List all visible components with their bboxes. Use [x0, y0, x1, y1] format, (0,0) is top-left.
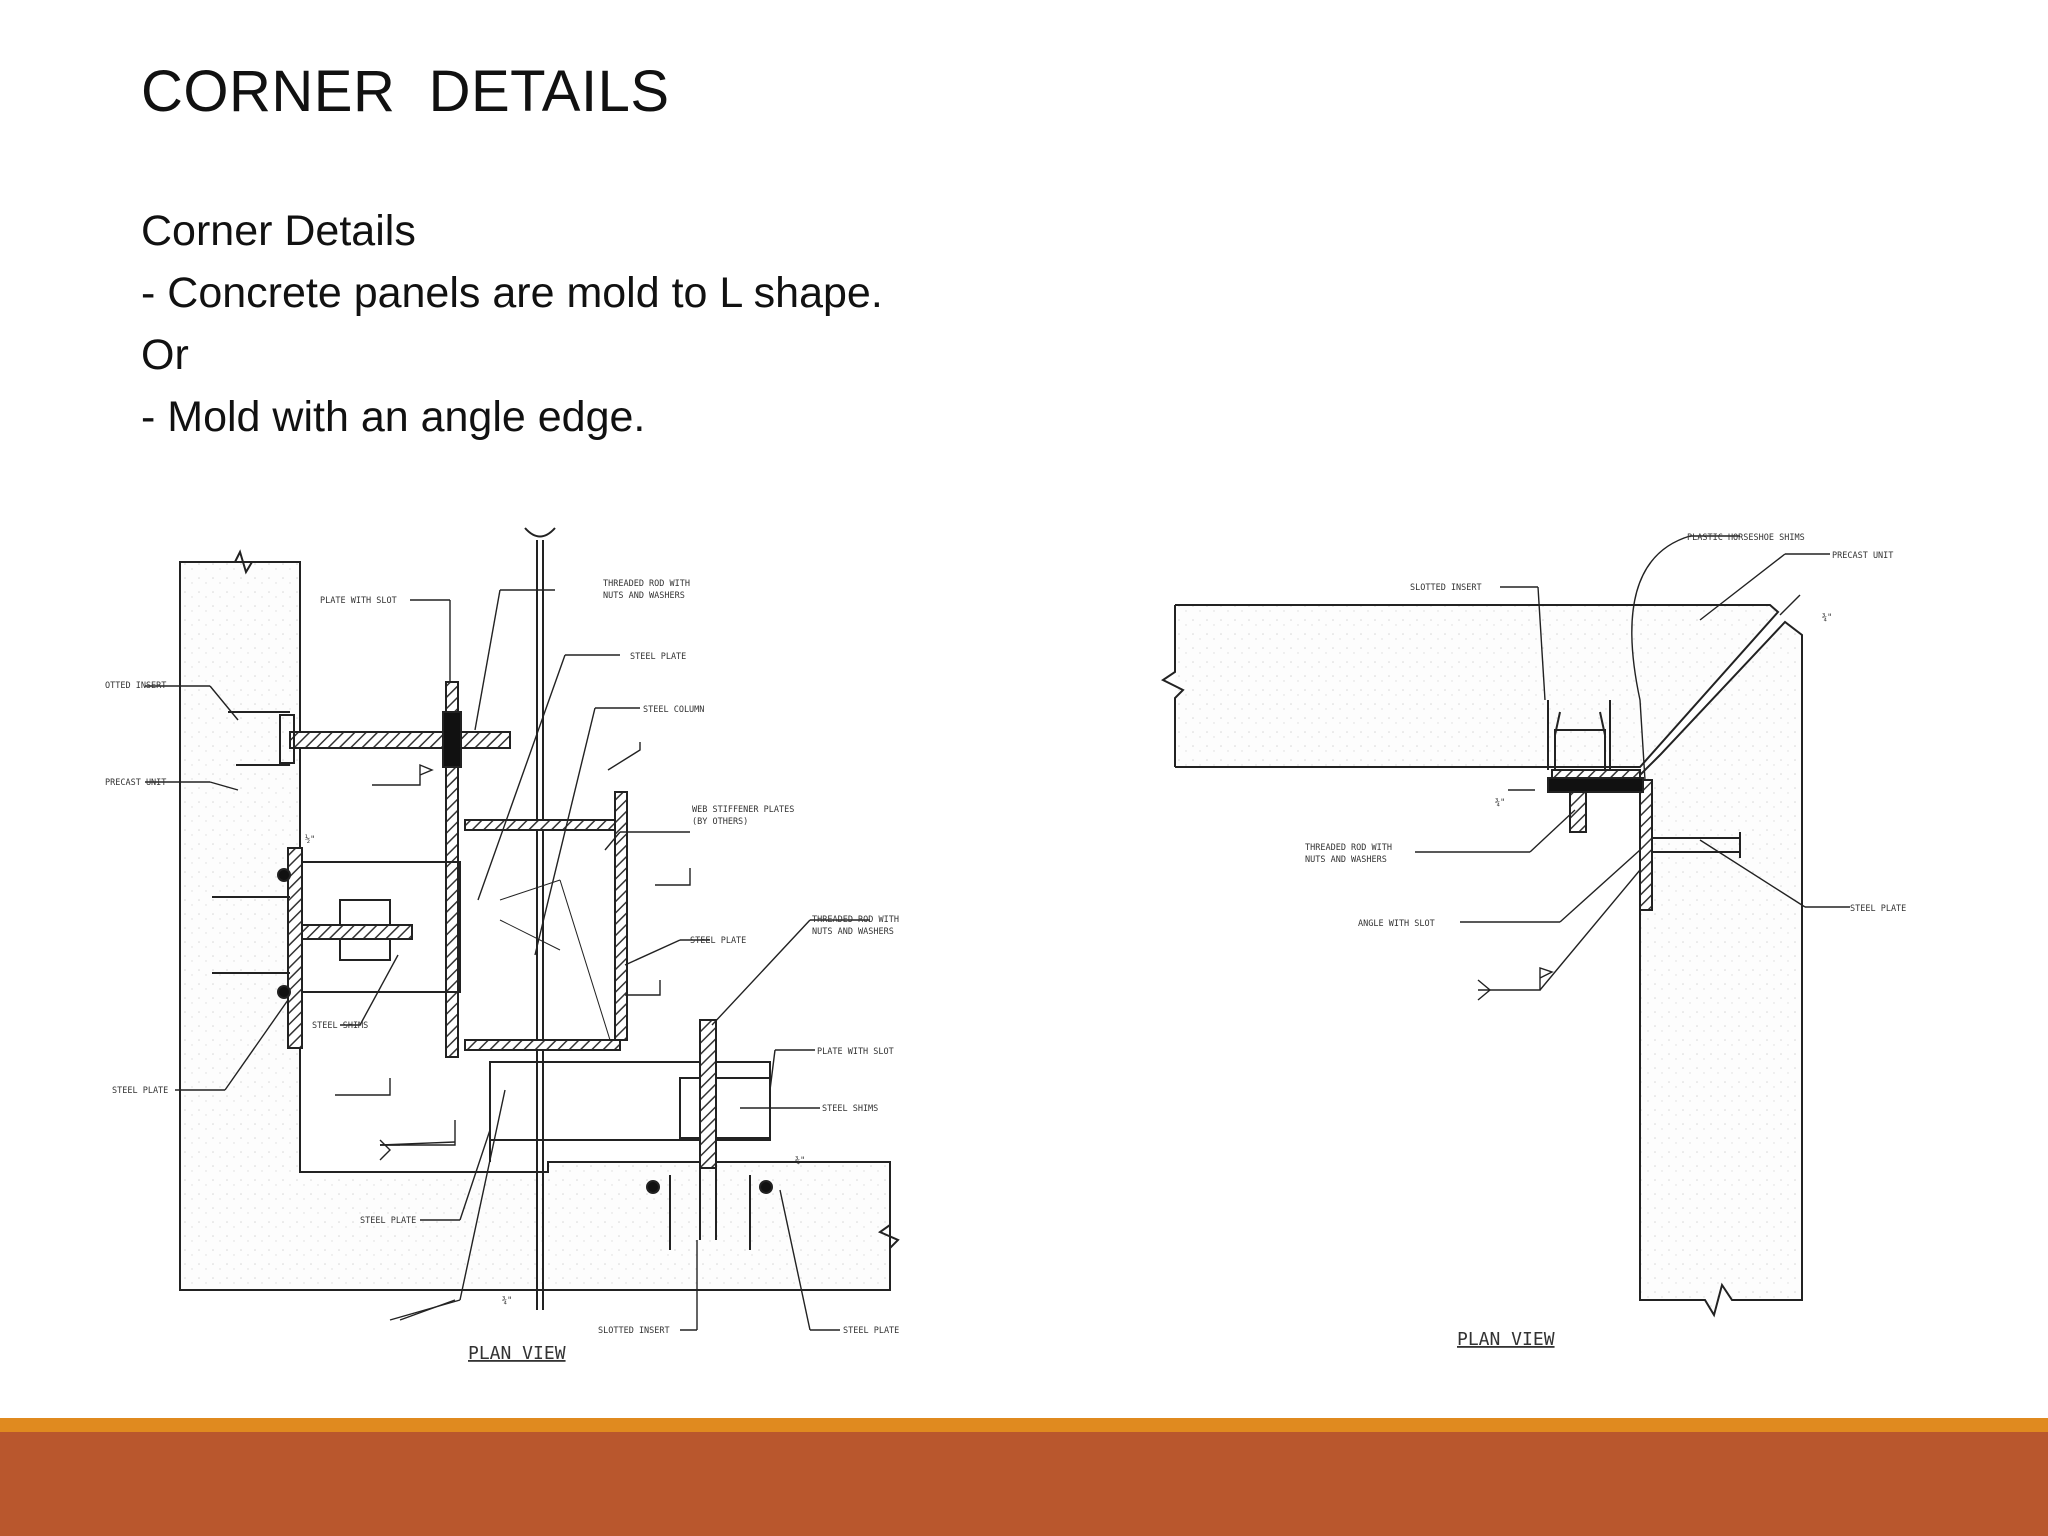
callout-threaded-rod-right-2: NUTS AND WASHERS	[812, 927, 894, 937]
callout-plate-with-slot-right: PLATE WITH SLOT	[817, 1047, 894, 1057]
body-line-3: Or	[141, 331, 189, 379]
dim-side-right: ¾"	[1495, 798, 1505, 808]
column-web	[614, 791, 628, 1041]
column-flange-top	[464, 819, 621, 831]
callout-web-stiffener-2: (BY OTHERS)	[692, 817, 748, 827]
plate-with-slot-left	[445, 681, 459, 1058]
body-line-2: - Concrete panels are mold to L shape.	[141, 269, 883, 317]
callout-steel-plate-left: STEEL PLATE	[112, 1086, 168, 1096]
callout-steel-shims-right: STEEL SHIMS	[822, 1104, 878, 1114]
right-plan-drawing	[1161, 535, 1850, 1318]
body-line-4: - Mold with an angle edge.	[141, 393, 646, 441]
callout-slotted-insert-right: SLOTTED INSERT	[1410, 583, 1482, 593]
left-break-right	[877, 1162, 900, 1290]
callout-precast-unit: PRECAST UNIT	[105, 778, 166, 788]
slide-title: CORNER DETAILS	[141, 59, 670, 124]
callout-steel-column: STEEL COLUMN	[643, 705, 704, 715]
callout-threaded-rod-right-b: NUTS AND WASHERS	[1305, 855, 1387, 865]
angle-with-slot	[1639, 779, 1653, 911]
callout-angle-with-slot: ANGLE WITH SLOT	[1358, 919, 1435, 929]
right-view-label: PLAN VIEW	[1457, 1329, 1555, 1350]
right-callouts: PLASTIC HORSESHOE SHIMS PRECAST UNIT SLO…	[1305, 533, 1906, 929]
callout-steel-plate-bottom: STEEL PLATE	[360, 1216, 416, 1226]
column-flange-bottom	[464, 1039, 621, 1051]
dim-top-right: ¾"	[1822, 613, 1832, 623]
right-top-break	[1161, 605, 1185, 767]
left-break-top	[180, 549, 300, 575]
callout-steel-plate-mid: STEEL PLATE	[690, 936, 746, 946]
body-text: Corner Details - Concrete panels are mol…	[141, 200, 883, 448]
right-top-panel	[1175, 604, 1780, 768]
callout-steel-plate-top: STEEL PLATE	[630, 652, 686, 662]
left-callouts: PLATE WITH SLOT THREADED ROD WITH NUTS A…	[105, 579, 899, 1336]
footer-accent-bar	[0, 1418, 2048, 1432]
callout-precast-unit-right: PRECAST UNIT	[1832, 551, 1893, 561]
callout-steel-shims-left: STEEL SHIMS	[312, 1021, 368, 1031]
callout-slotted-insert-left: OTTED INSERT	[105, 681, 166, 691]
callout-slotted-insert-bottom: SLOTTED INSERT	[598, 1326, 670, 1336]
callout-threaded-rod-right-1: THREADED ROD WITH	[812, 915, 899, 925]
left-view-label: PLAN VIEW	[468, 1343, 566, 1364]
dim-half-top: ½"	[305, 834, 315, 845]
right-side-panel	[1639, 620, 1803, 1318]
callout-steel-plate-bottom-right: STEEL PLATE	[843, 1326, 899, 1336]
callout-plate-with-slot-top: PLATE WITH SLOT	[320, 596, 397, 606]
left-plan-drawing	[145, 527, 900, 1331]
callout-threaded-rod-top-1: THREADED ROD WITH	[603, 579, 690, 589]
dim-quarter-right: ¾"	[795, 1156, 805, 1166]
callout-plastic-shims: PLASTIC HORSESHOE SHIMS	[1687, 533, 1805, 543]
left-precast-panel	[179, 561, 891, 1291]
dim-quarter-bottom: ¾"	[502, 1296, 512, 1306]
callout-web-stiffener-1: WEB STIFFENER PLATES	[692, 805, 794, 815]
body-line-1: Corner Details	[141, 207, 416, 255]
callout-threaded-rod-right-a: THREADED ROD WITH	[1305, 843, 1392, 853]
callout-steel-plate-right: STEEL PLATE	[1850, 904, 1906, 914]
footer-bar	[0, 1432, 2048, 1536]
callout-threaded-rod-top-2: NUTS AND WASHERS	[603, 591, 685, 601]
